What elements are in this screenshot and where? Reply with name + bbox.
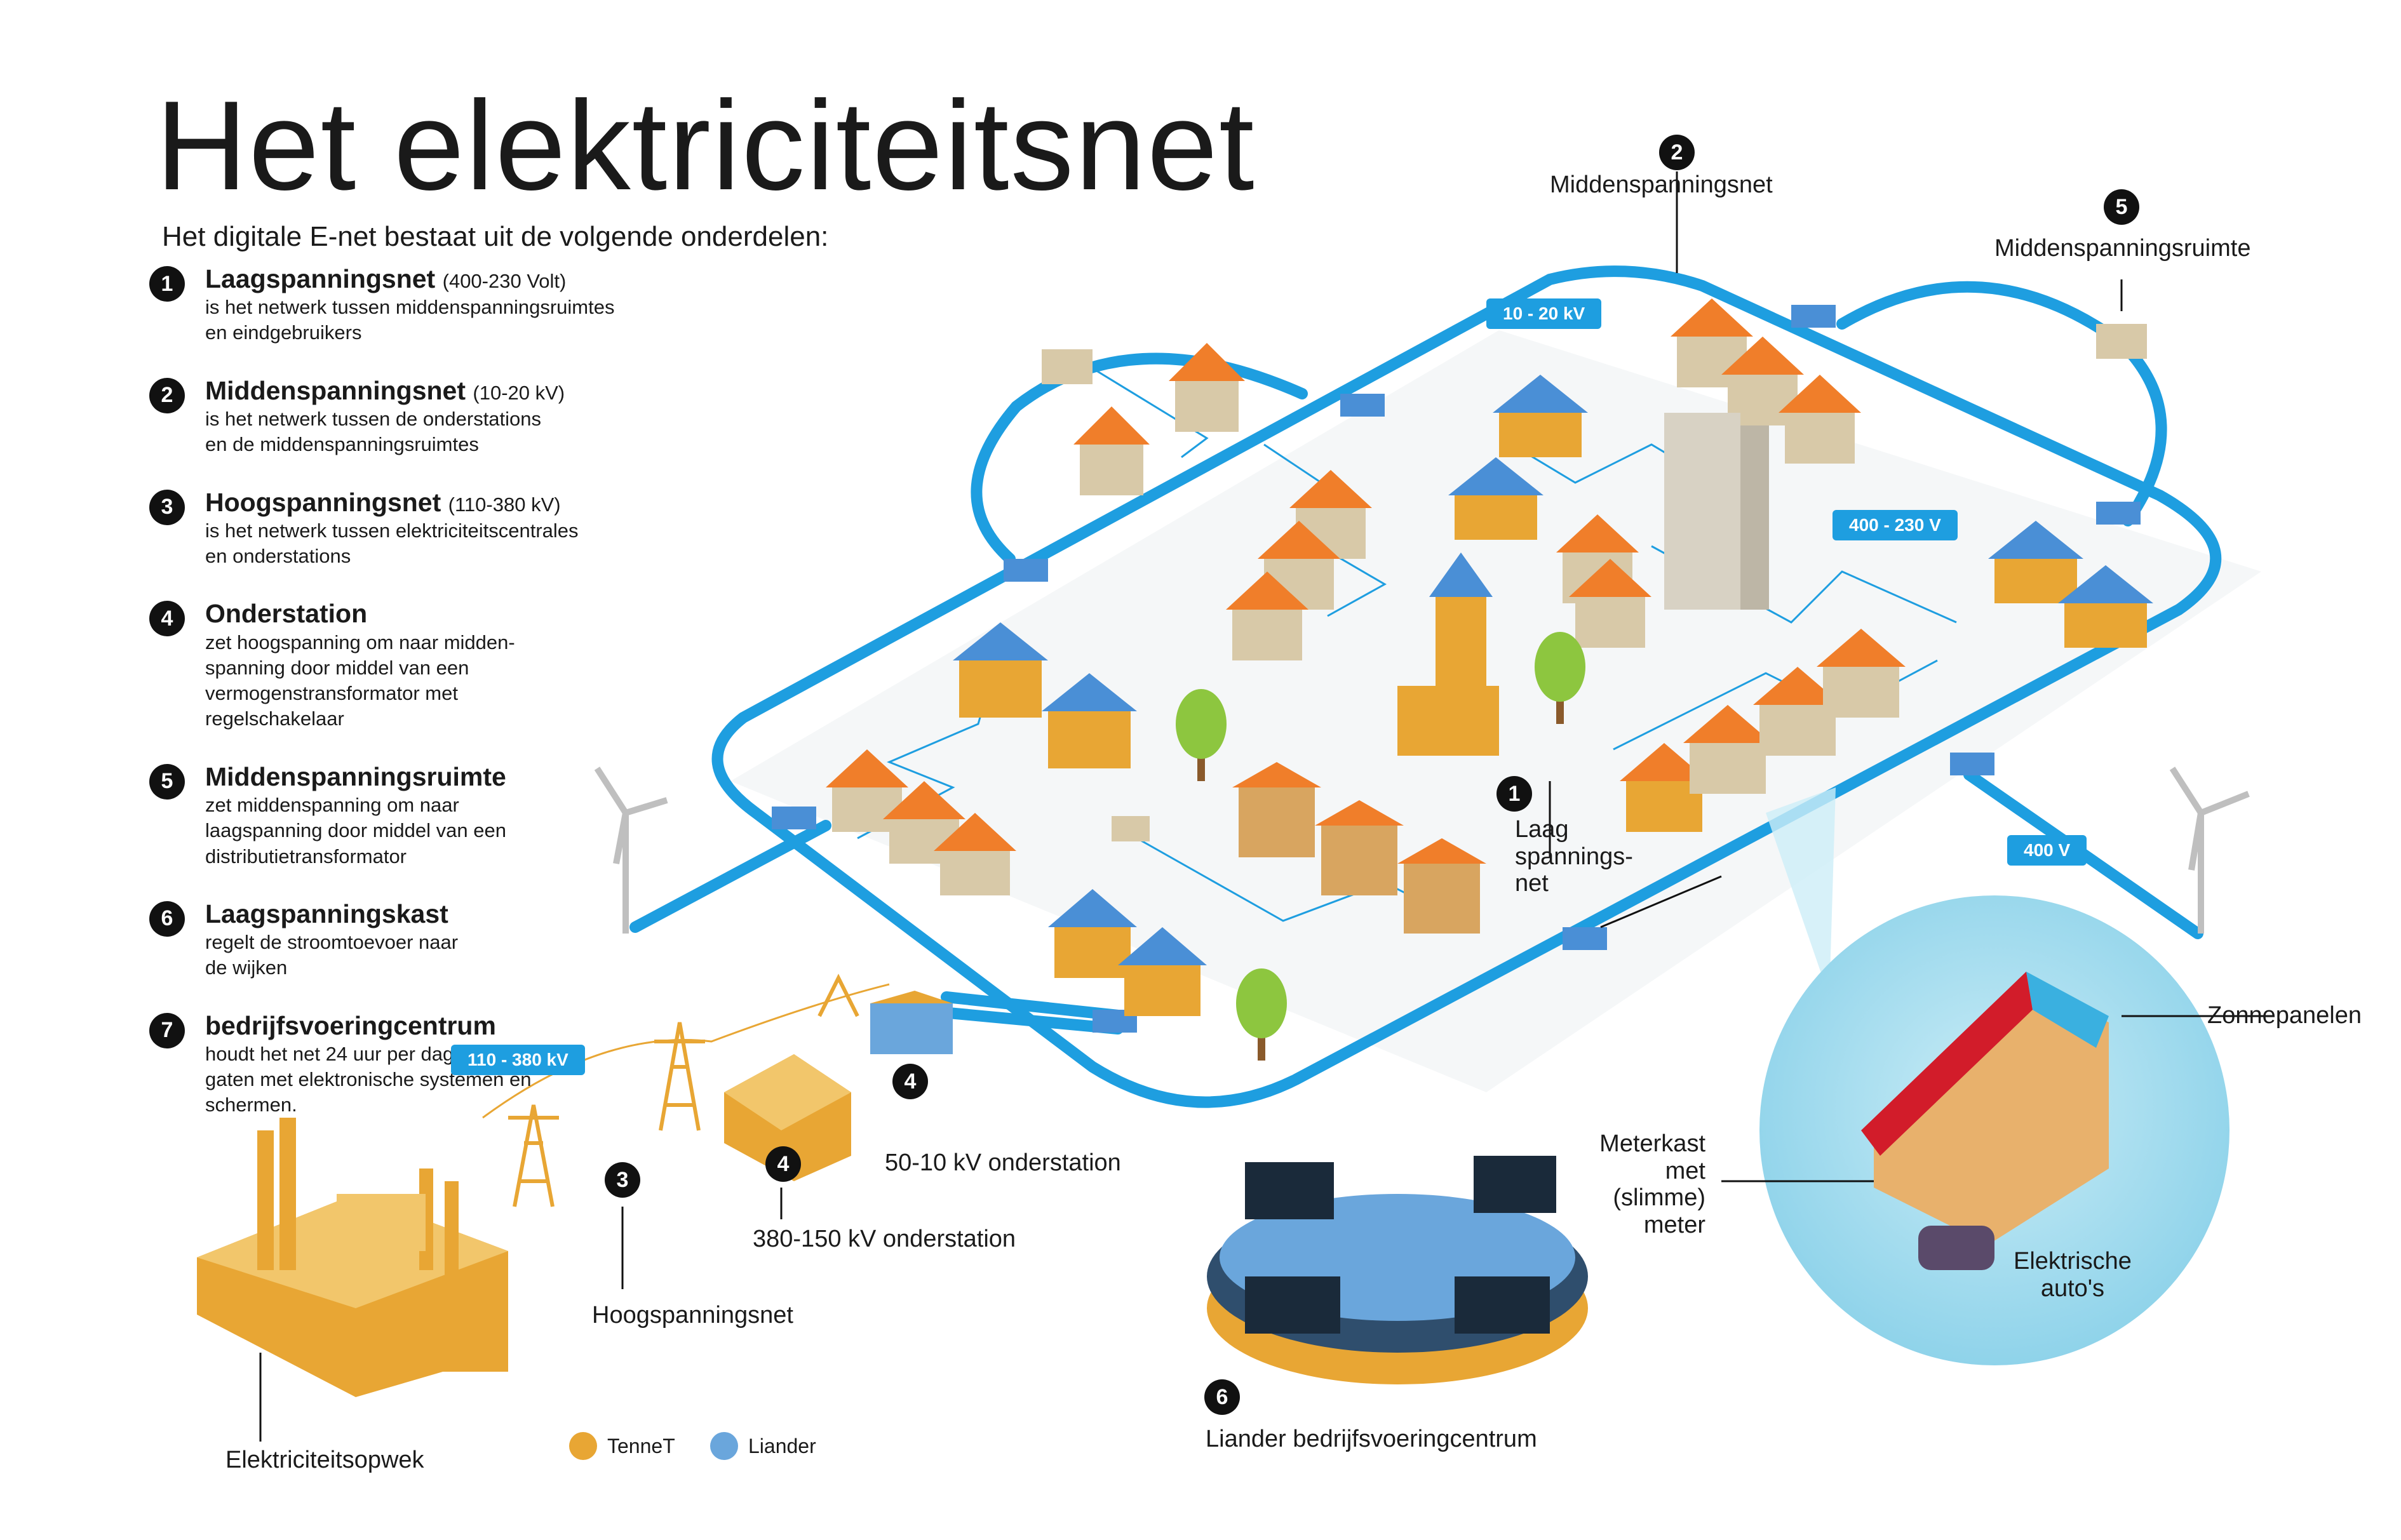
marker-4b: 4 xyxy=(765,1146,801,1182)
label-zonnepanelen: Zonnepanelen xyxy=(2207,1002,2362,1029)
house-detail-bubble xyxy=(1721,787,2274,1365)
legend-list: 1 Laagspanningsnet (400-230 Volt) is het… xyxy=(149,264,721,1148)
legend-range: (10-20 kV) xyxy=(473,381,565,404)
legend-number: 7 xyxy=(149,1012,185,1048)
label-onderstation-50: 50-10 kV onderstation xyxy=(885,1149,1121,1176)
key-liander: Liander xyxy=(710,1432,816,1460)
label-bedrijfsvoeringcentrum: Liander bedrijfsvoeringcentrum xyxy=(1206,1426,1537,1452)
legend-range: (400-230 Volt) xyxy=(442,270,567,292)
legend-number: 1 xyxy=(149,266,185,302)
legend-heading: Laagspanningskast xyxy=(205,899,448,928)
legend-number: 5 xyxy=(149,763,185,800)
apartment-tower xyxy=(1664,413,1769,610)
label-laagspanningsnet: Laag spannings- net xyxy=(1515,816,1633,897)
legend-number: 4 xyxy=(149,601,185,637)
marker-1: 1 xyxy=(1496,776,1532,812)
legend-heading: Hoogspanningsnet xyxy=(205,487,441,517)
marker-3: 3 xyxy=(605,1162,640,1198)
voltage-pill-10-20kv: 10 - 20 kV xyxy=(1486,298,1602,329)
marker-5: 5 xyxy=(2104,189,2139,225)
legend-description: is het netwerk tussen de onderstations e… xyxy=(205,407,542,456)
legend-item: 7 bedrijfsvoeringcentrum houdt het net 2… xyxy=(149,1010,721,1118)
church xyxy=(1397,552,1499,756)
trees xyxy=(1176,632,1585,1061)
legend-description: zet hoogspanning om naar midden- spannin… xyxy=(205,631,515,730)
legend-number: 2 xyxy=(149,377,185,413)
legend-heading: Laagspanningsnet xyxy=(205,264,436,293)
shops xyxy=(1232,762,1486,934)
houses xyxy=(826,298,2153,1016)
label-elektriciteitsopwek: Elektriciteitsopwek xyxy=(225,1447,424,1473)
label-meterkast: Meterkast met (slimme) meter xyxy=(1599,1130,1705,1238)
key-tennet-label: TenneT xyxy=(607,1434,675,1457)
legend-description: regelt de stroomtoevoer naar de wijken xyxy=(205,930,459,979)
legend-heading: Onderstation xyxy=(205,599,368,629)
legend-heading: Middenspanningsruimte xyxy=(205,761,506,791)
legend-heading: bedrijfsvoeringcentrum xyxy=(205,1010,496,1040)
power-plant xyxy=(197,1118,508,1397)
legend-number: 3 xyxy=(149,489,185,525)
key-liander-label: Liander xyxy=(748,1434,816,1457)
legend-description: zet middenspanning om naar laagspanning … xyxy=(205,793,506,867)
legend-item: 3 Hoogspanningsnet (110-380 kV) is het n… xyxy=(149,487,721,570)
marker-2: 2 xyxy=(1659,135,1695,170)
voltage-pill-400-230v: 400 - 230 V xyxy=(1833,510,1958,540)
page-subtitle: Het digitale E-net bestaat uit de volgen… xyxy=(162,221,829,252)
wind-turbines xyxy=(594,767,2250,934)
key-tennet: TenneT xyxy=(569,1432,675,1460)
tennet-swatch xyxy=(569,1432,597,1460)
substation-380 xyxy=(724,1054,851,1181)
legend-description: is het netwerk tussen middenspanningsrui… xyxy=(205,296,615,344)
legend-number: 6 xyxy=(149,901,185,937)
substation-50 xyxy=(870,991,953,1054)
label-middenspanningsnet: Middenspanningsnet xyxy=(1550,171,1773,198)
page-title: Het elektriciteitsnet xyxy=(156,75,1256,217)
liander-swatch xyxy=(710,1432,738,1460)
legend-range: (110-380 kV) xyxy=(448,493,561,516)
label-middenspanningsruimte: Middenspanningsruimte xyxy=(1994,235,2251,262)
legend-item: 5 Middenspanningsruimte zet middenspanni… xyxy=(149,761,721,869)
legend-heading: Middenspanningsnet xyxy=(205,375,466,405)
marker-6: 6 xyxy=(1204,1379,1240,1415)
voltage-pill-110-380kv: 110 - 380 kV xyxy=(451,1045,585,1075)
solar-houses xyxy=(826,375,2153,1016)
legend-item: 6 Laagspanningskast regelt de stroomtoev… xyxy=(149,899,721,981)
voltage-pill-400v: 400 V xyxy=(2007,835,2087,866)
house-row-1 xyxy=(1073,298,1861,660)
legend-item: 2 Middenspanningsnet (10-20 kV) is het n… xyxy=(149,375,721,458)
marker-4a: 4 xyxy=(892,1064,928,1099)
legend-item: 1 Laagspanningsnet (400-230 Volt) is het… xyxy=(149,264,721,346)
legend-description: is het netwerk tussen elektriciteitscent… xyxy=(205,519,579,568)
label-hoogspanningsnet: Hoogspanningsnet xyxy=(592,1302,793,1329)
control-centre xyxy=(1207,1156,1588,1384)
legend-item: 4 Onderstation zet hoogspanning om naar … xyxy=(149,598,721,732)
label-onderstation-380: 380-150 kV onderstation xyxy=(753,1226,1016,1252)
callout-lines xyxy=(259,171,2123,1442)
medium-voltage-rooms xyxy=(772,305,2147,1033)
label-elektrische-autos: Elektrische auto's xyxy=(2014,1248,2132,1302)
